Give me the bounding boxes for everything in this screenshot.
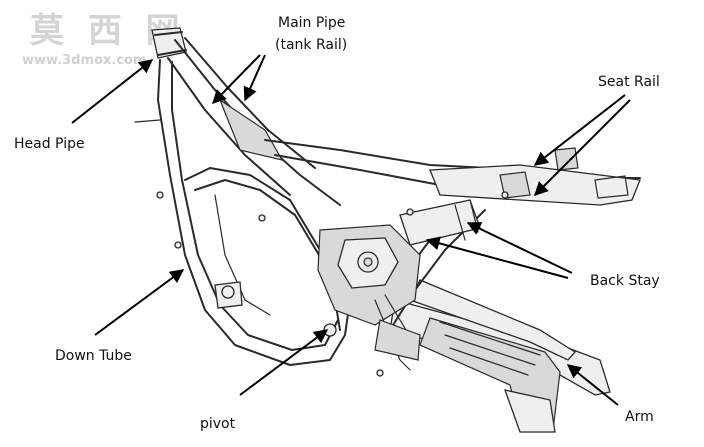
label-main-pipe: Main Pipe bbox=[278, 15, 345, 31]
down-tubes bbox=[157, 59, 351, 366]
head-pipe-part bbox=[151, 27, 187, 59]
arrow-seat-rail-upper bbox=[533, 94, 626, 166]
labels: Main Pipe (tank Rail) Seat Rail Head Pip… bbox=[14, 15, 660, 432]
annotation-arrows bbox=[71, 54, 631, 406]
arrow-main-pipe-right bbox=[243, 54, 266, 102]
label-back-stay: Back Stay bbox=[590, 273, 660, 289]
watermark-url: www.3dmox.com bbox=[22, 53, 146, 68]
central-assembly bbox=[317, 224, 421, 371]
bolts bbox=[134, 119, 509, 377]
label-down-tube: Down Tube bbox=[55, 348, 132, 364]
arrow-back-stay-upper bbox=[466, 222, 573, 274]
arrow-down-tube bbox=[94, 269, 185, 336]
arrow-arm bbox=[566, 364, 619, 406]
label-pivot: pivot bbox=[200, 416, 236, 432]
arrow-back-stay-lower bbox=[425, 236, 569, 279]
arrow-pivot bbox=[239, 329, 329, 396]
swing-arm bbox=[389, 279, 611, 433]
frame-illustration bbox=[134, 27, 641, 433]
seat-rails bbox=[264, 139, 641, 206]
label-tank-rail: (tank Rail) bbox=[275, 37, 347, 53]
arrow-seat-rail-lower bbox=[534, 99, 631, 196]
label-head-pipe: Head Pipe bbox=[14, 136, 85, 152]
arrow-main-pipe-left bbox=[212, 54, 261, 105]
arrow-head-pipe bbox=[71, 59, 154, 124]
main-pipes bbox=[167, 37, 341, 206]
label-seat-rail: Seat Rail bbox=[598, 74, 660, 90]
label-arm: Arm bbox=[625, 409, 654, 425]
